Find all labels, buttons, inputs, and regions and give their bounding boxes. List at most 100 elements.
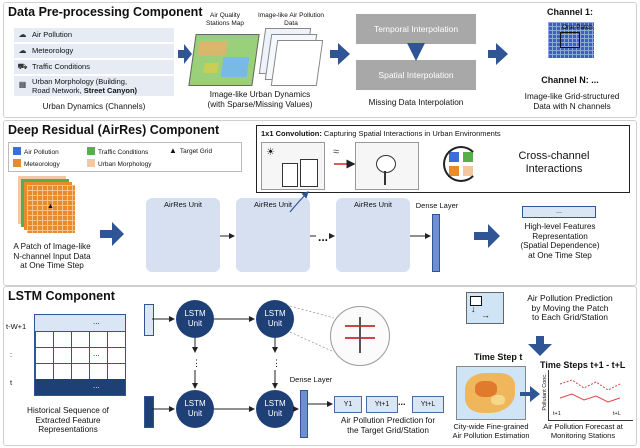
legend-item: Urban Morphology	[87, 159, 151, 169]
caption-line: City-wide Fine-grained	[453, 422, 529, 431]
input-patch-stack: ▲	[18, 176, 78, 234]
caption-line: to Each Grid/Station	[531, 312, 609, 323]
caption-line: Data with N channels	[533, 101, 611, 111]
channel-urban-morphology: ▦ Urban Morphology (Building, Road Netwo…	[14, 76, 174, 96]
legend-item: Traffic Conditions	[87, 147, 148, 157]
conv-title-bold: 1x1 Convolution:	[261, 129, 322, 138]
channel-meteorology: ☁ Meteorology	[14, 44, 174, 58]
channelN-label: Channel N: ...	[541, 75, 599, 85]
conv-box: 1x1 Convolution: Capturing Spatial Inter…	[256, 125, 630, 193]
channel1-label: Channel 1:	[546, 7, 593, 17]
caption-line: A Patch of Image-like	[13, 242, 91, 251]
airres-unit-2: AirRes Unit	[236, 198, 310, 272]
legend-label: Traffic Conditions	[98, 149, 149, 156]
airres-unit-3: AirRes Unit	[336, 198, 410, 272]
patch-move-map: ↓ →	[466, 292, 504, 324]
output-y1: Y1	[334, 396, 362, 413]
output-ellipsis: ...	[398, 397, 406, 407]
lstm-dense-label: Dense Layer	[289, 375, 333, 384]
output-y-tL: Yt+L	[412, 396, 444, 413]
time-steps-future-label: Time Steps t+1 - t+L	[540, 360, 626, 370]
forecast-x2: t+L	[613, 411, 621, 417]
airres-dense-layer	[432, 214, 440, 272]
forecast-caption: Air Pollution Forecast at Monitoring Sta…	[530, 422, 636, 440]
caption-line: at One Time Step	[20, 261, 84, 271]
cloud-icon: ☁	[18, 46, 27, 55]
channel-traffic: ⛟ Traffic Conditions	[14, 60, 174, 74]
caption-line: Air Pollution Prediction	[527, 293, 613, 303]
airres-dense-layer-label: Dense Layer	[415, 201, 459, 210]
caption-line: Image-like Urban Dynamics	[209, 90, 311, 99]
forecast-chart: Pollutant Conc. t+1 t+L	[542, 370, 633, 421]
arrow-right-icon: →	[481, 310, 490, 320]
caption-line: High-level Features	[524, 222, 596, 231]
urban-dynamics-caption: Urban Dynamics (Channels)	[42, 102, 146, 111]
lstm-unit-label: LSTM	[184, 309, 206, 318]
caption-line: Extracted Feature	[35, 415, 101, 425]
legend-item: Meteorology	[13, 159, 60, 169]
lstm-unit-label: Unit	[267, 319, 283, 328]
caption-line: the Target Grid/Station	[347, 425, 429, 435]
lstm-unit-label: LSTM	[264, 399, 286, 408]
input-vector-top	[144, 304, 154, 336]
data-layer-stack	[258, 28, 324, 86]
arrow-down-icon: ↓	[471, 304, 476, 314]
lstm-cell-zoom	[330, 306, 390, 366]
target-grid-icon: ▲	[47, 203, 54, 210]
caption-line: Representations	[38, 425, 98, 435]
airres-unit-label: AirRes Unit	[254, 200, 292, 209]
patch-caption: A Patch of Image-like N-channel Input Da…	[4, 242, 100, 271]
caption-line: by Moving the Patch	[531, 302, 609, 313]
conv-title: 1x1 Convolution: Capturing Spatial Inter…	[261, 129, 625, 138]
legend-item: Air Pollution	[13, 147, 59, 157]
prediction-caption: Air Pollution Prediction by Moving the P…	[508, 293, 632, 323]
row-label-last: t	[10, 378, 13, 387]
caption-line: (with Sparse/Missing Values)	[207, 99, 313, 109]
channel-label: Meteorology	[32, 46, 74, 55]
channel-label-line2: Road Network,	[32, 86, 84, 95]
building-icon: ▦	[18, 80, 27, 89]
spatial-interpolation-box: Spatial Interpolation	[356, 60, 476, 90]
conv-title-rest: Capturing Spatial Interactions in Urban …	[321, 129, 501, 138]
caption-line: (Spatial Dependence)	[520, 241, 600, 251]
caption-line: at One Time Step	[528, 250, 592, 260]
row-label-first: t-W+1	[6, 322, 27, 331]
table-ellipsis: ...	[93, 381, 100, 390]
row-label-mid: :	[10, 350, 13, 359]
triangle-icon: ▲	[169, 146, 177, 155]
caption-line: Interactions	[525, 163, 583, 175]
legend-label: Meteorology	[24, 161, 60, 168]
channel-grid: One Patch	[548, 22, 594, 58]
airres-unit-1: AirRes Unit	[146, 198, 220, 272]
legend-label: Air Pollution	[24, 149, 59, 156]
caption-line: Monitoring Stations	[550, 431, 616, 440]
preprocessing-title: Data Pre-processing Component	[8, 5, 203, 19]
caption-line: Air Pollution Prediction for	[340, 416, 436, 425]
channel-label-line1: Urban Morphology (Building,	[32, 77, 128, 86]
airres-title: Deep Residual (AirRes) Component	[8, 123, 220, 137]
airres-unit-label: AirRes Unit	[354, 200, 392, 209]
caption-line: Historical Sequence of	[27, 406, 109, 415]
table-ellipsis: ...	[93, 317, 100, 326]
feature-vector: ...	[522, 206, 596, 218]
history-table: ... ... ...	[34, 314, 126, 396]
lstm-unit-label: LSTM	[264, 309, 286, 318]
table-ellipsis: ...	[93, 349, 100, 358]
history-caption: Historical Sequence of Extracted Feature…	[4, 406, 132, 435]
caption-line: Air Pollution Estimation	[452, 431, 530, 440]
input-vector-bottom	[144, 396, 154, 428]
channel-label-line2-bold: Street Canyon)	[83, 86, 138, 95]
channel-air-pollution: ☁ Air Pollution	[14, 28, 174, 42]
stations-map	[188, 34, 260, 86]
car-icon: ⛟	[17, 62, 28, 71]
city-scene-icon: ☀	[261, 142, 325, 190]
airres-ellipsis: ...	[318, 230, 329, 244]
citywide-map	[456, 366, 526, 420]
legend-item: ▲Target Grid	[169, 147, 212, 156]
legend: Air Pollution Traffic Conditions ▲Target…	[8, 142, 242, 172]
lstm-unit-label: LSTM	[184, 399, 206, 408]
wind-icon: ≈	[333, 146, 340, 158]
cycle-icon	[443, 146, 479, 182]
